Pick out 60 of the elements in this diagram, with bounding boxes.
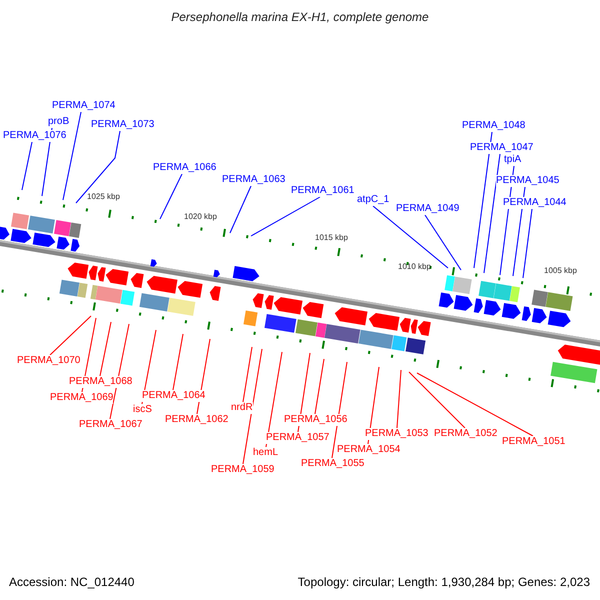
gene-label: PERMA_1059 [211, 464, 274, 476]
scale-label: 1020 kbp [184, 212, 217, 221]
gene-label: PERMA_1049 [396, 203, 460, 215]
leader-line [110, 324, 130, 420]
gene-label: PERMA_1064 [142, 390, 206, 402]
leader-line [172, 334, 184, 390]
leader-line [266, 352, 282, 448]
leader-line [242, 346, 252, 402]
gene-label: PERMA_1070 [17, 355, 80, 367]
gene-label: PERMA_1066 [153, 162, 216, 174]
gene-label: PERMA_1076 [3, 130, 66, 142]
gene-label: proB [48, 116, 70, 128]
gene-label: PERMA_1063 [222, 174, 286, 186]
gene-label: PERMA_1069 [50, 392, 114, 404]
gene-label: PERMA_1062 [165, 414, 228, 426]
leader-line [22, 142, 32, 190]
scale-label: 1015 kbp [315, 233, 348, 242]
leader-line [484, 154, 500, 274]
leader-line [512, 186, 526, 276]
gene-label: PERMA_1061 [291, 185, 354, 197]
gene-label: PERMA_1068 [69, 376, 132, 388]
leader-line [474, 132, 492, 268]
leader-line [332, 362, 348, 458]
gene-label: PERMA_1044 [503, 197, 566, 209]
accession-text: Accession: NC_012440 [9, 576, 134, 588]
gene-label: tpiA [504, 154, 522, 166]
gene-label: atpC_1 [357, 194, 390, 206]
leader-line [50, 316, 92, 356]
gene-label: PERMA_1067 [79, 419, 142, 431]
leader-line [424, 214, 462, 270]
leader-line [242, 348, 262, 464]
scale-label: 1025 kbp [87, 192, 120, 201]
leader-line [230, 186, 252, 234]
leader-line [160, 174, 182, 220]
gene-label: PERMA_1056 [284, 414, 348, 426]
gene-label: PERMA_1047 [470, 142, 534, 154]
gene-label: nrdR [231, 402, 253, 414]
gene-label: PERMA_1053 [365, 428, 428, 440]
scale-label: 1010 kbp [398, 262, 431, 271]
leader-line [522, 208, 532, 278]
genome-summary-text: Topology: circular; Length: 1,930,284 bp; Genes: 2,023 [298, 576, 590, 588]
leader-line [76, 130, 120, 204]
gene-label: PERMA_1045 [496, 175, 560, 187]
gene-label: PERMA_1051 [502, 436, 566, 448]
gene-label: PERMA_1055 [301, 458, 364, 470]
leader-line [396, 370, 402, 428]
leader-line [372, 206, 448, 268]
gene-label: PERMA_1073 [91, 119, 154, 131]
gene-label: PERMA_1054 [337, 444, 400, 456]
gene-label: PERMA_1048 [462, 120, 526, 132]
scale-label: 1005 kbp [544, 266, 577, 275]
leader-line [314, 358, 324, 414]
leader-line [408, 372, 466, 428]
gene-label: PERMA_1052 [434, 428, 498, 440]
gene-label: PERMA_1057 [266, 432, 330, 444]
leader-line [416, 372, 534, 436]
leader-line [100, 322, 112, 376]
leader-line [250, 196, 320, 236]
gene-label: PERMA_1074 [52, 100, 116, 112]
leader-line [62, 112, 82, 200]
